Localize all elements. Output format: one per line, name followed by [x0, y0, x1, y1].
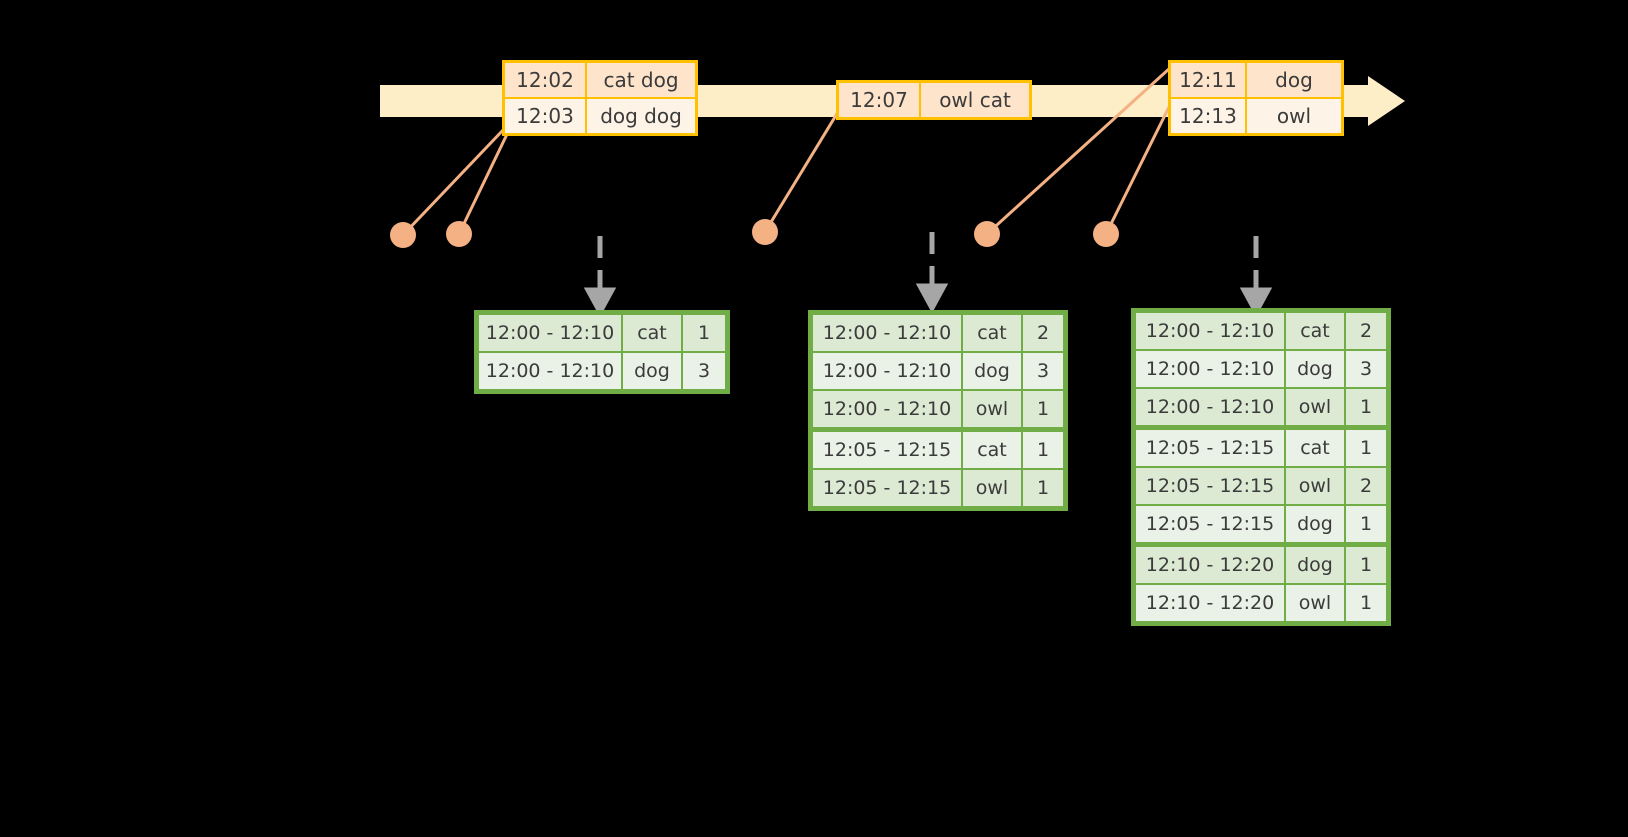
cell-window: 12:05 - 12:15 [813, 470, 961, 506]
timeline-arrow-shaft [1358, 85, 1374, 117]
cell-window: 12:00 - 12:10 [813, 353, 961, 389]
cell-count: 3 [683, 353, 725, 389]
event-marker-dot [974, 221, 1000, 247]
cell-count: 1 [1346, 585, 1386, 621]
event-group-3: 12:11 dog 12:13 owl [1168, 60, 1344, 136]
event-marker-dot [446, 221, 472, 247]
cell-count: 1 [1023, 391, 1063, 427]
cell-word: dog [963, 353, 1021, 389]
cell-word: cat [963, 315, 1021, 351]
event-row: 12:11 dog [1171, 63, 1341, 97]
cell-window: 12:00 - 12:10 [479, 353, 621, 389]
event-value: dog dog [587, 99, 695, 133]
cell-window: 12:05 - 12:15 [1136, 468, 1284, 504]
cell-word: owl [963, 470, 1021, 506]
cell-count: 1 [1346, 389, 1386, 425]
event-marker-dot [1093, 221, 1119, 247]
cell-count: 1 [1023, 432, 1063, 468]
event-value: cat dog [587, 63, 695, 97]
cell-word: dog [623, 353, 681, 389]
event-value: owl [1247, 99, 1341, 133]
event-row: 12:13 owl [1171, 97, 1341, 133]
cell-word: dog [1286, 351, 1344, 387]
event-time: 12:13 [1171, 99, 1247, 133]
event-group-1: 12:02 cat dog 12:03 dog dog [502, 60, 698, 136]
event-row: 12:02 cat dog [505, 63, 695, 97]
cell-word: cat [963, 432, 1021, 468]
event-group-2: 12:07 owl cat [836, 80, 1032, 120]
cell-count: 1 [1346, 430, 1386, 466]
cell-count: 1 [1023, 470, 1063, 506]
event-time: 12:11 [1171, 63, 1247, 97]
cell-window: 12:10 - 12:20 [1136, 585, 1284, 621]
cell-word: cat [1286, 313, 1344, 349]
event-row: 12:07 owl cat [839, 83, 1029, 117]
cell-window: 12:10 - 12:20 [1136, 547, 1284, 583]
event-row: 12:03 dog dog [505, 97, 695, 133]
cell-window: 12:00 - 12:10 [813, 391, 961, 427]
cell-word: owl [1286, 389, 1344, 425]
cell-count: 2 [1023, 315, 1063, 351]
event-marker-dot [390, 222, 416, 248]
cell-word: dog [1286, 547, 1344, 583]
event-time: 12:07 [839, 83, 921, 117]
event-time: 12:02 [505, 63, 587, 97]
cell-window: 12:00 - 12:10 [1136, 351, 1284, 387]
event-time: 12:03 [505, 99, 587, 133]
cell-word: owl [1286, 468, 1344, 504]
cell-count: 2 [1346, 313, 1386, 349]
timeline-arrow-head [1368, 76, 1405, 126]
cell-word: owl [963, 391, 1021, 427]
cell-window: 12:00 - 12:10 [479, 315, 621, 351]
cell-count: 3 [1023, 353, 1063, 389]
cell-count: 2 [1346, 468, 1386, 504]
cell-word: owl [1286, 585, 1344, 621]
cell-word: cat [1286, 430, 1344, 466]
cell-count: 1 [1346, 547, 1386, 583]
event-value: dog [1247, 63, 1341, 97]
cell-window: 12:00 - 12:10 [1136, 313, 1284, 349]
cell-word: cat [623, 315, 681, 351]
event-marker-dot [752, 219, 778, 245]
cell-count: 1 [683, 315, 725, 351]
cell-count: 1 [1346, 506, 1386, 542]
cell-word: dog [1286, 506, 1344, 542]
cell-count: 3 [1346, 351, 1386, 387]
cell-window: 12:00 - 12:10 [1136, 389, 1284, 425]
cell-window: 12:00 - 12:10 [813, 315, 961, 351]
cell-window: 12:05 - 12:15 [1136, 506, 1284, 542]
cell-window: 12:05 - 12:15 [813, 432, 961, 468]
cell-window: 12:05 - 12:15 [1136, 430, 1284, 466]
event-value: owl cat [921, 83, 1029, 117]
